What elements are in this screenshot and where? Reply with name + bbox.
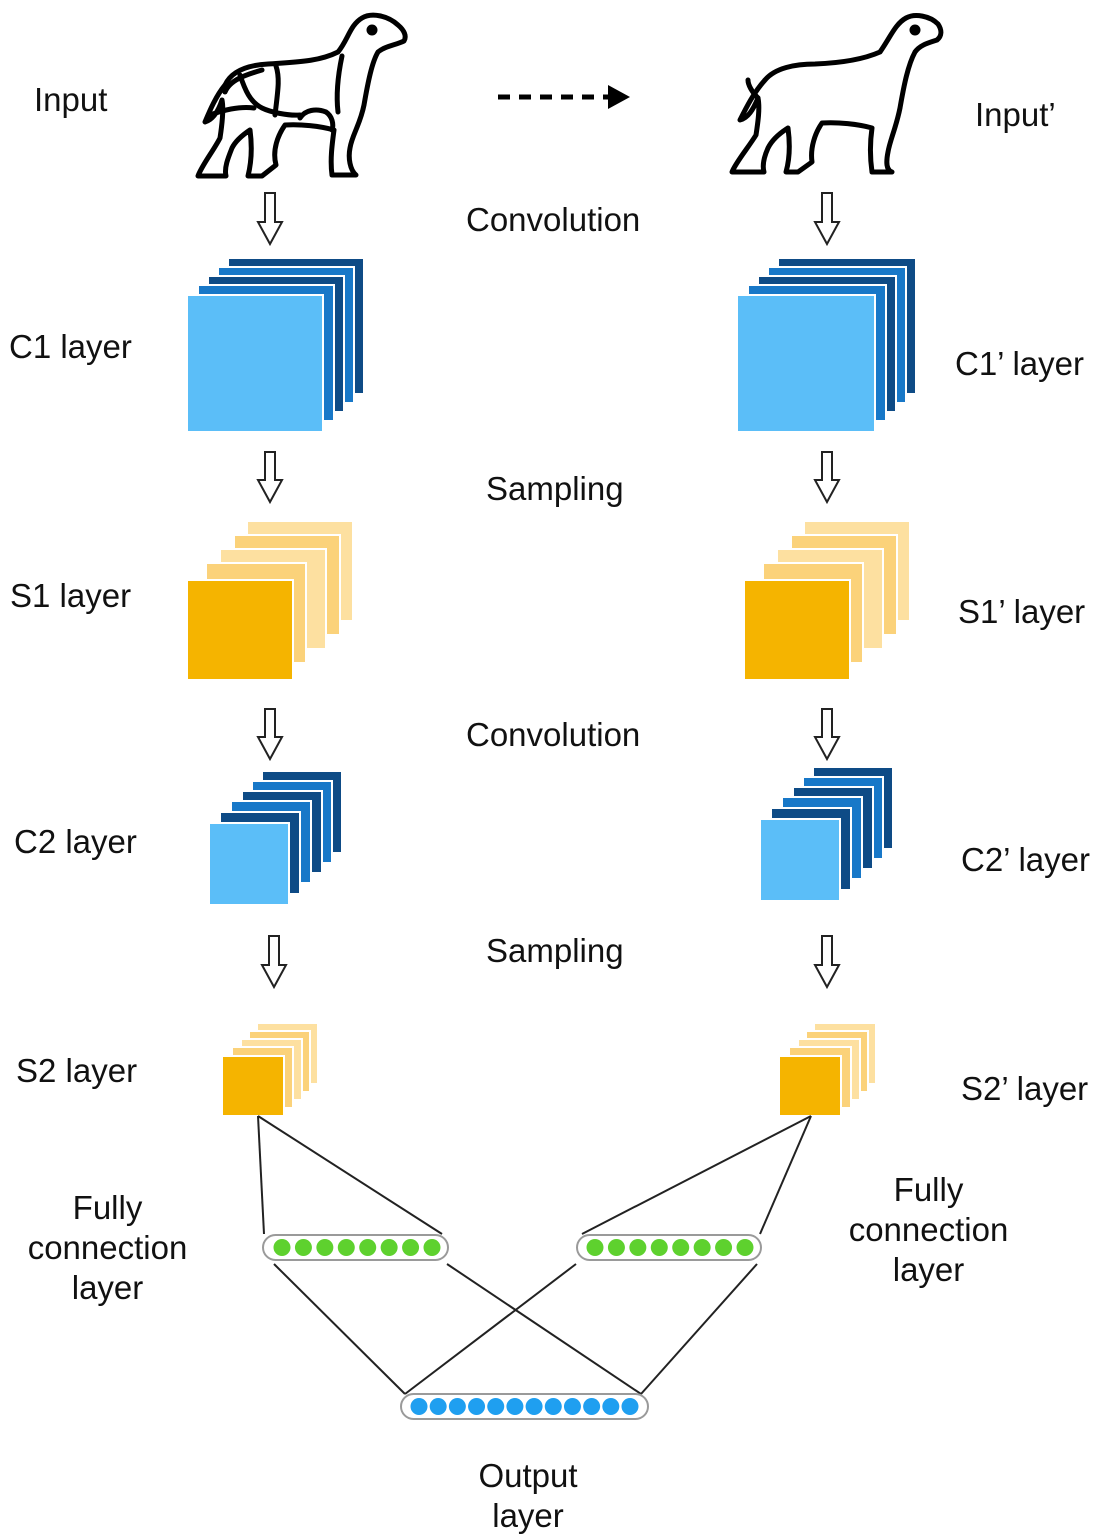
fc-right-label-line: Fully	[893, 1171, 964, 1208]
output-node	[506, 1398, 524, 1415]
dog-sketch-input-prime	[729, 13, 944, 175]
fc-node	[586, 1239, 604, 1256]
down-arrow-icon	[813, 708, 841, 762]
output-node	[525, 1398, 543, 1415]
convolution-label-2: Convolution	[466, 716, 641, 753]
transform-arrow	[498, 85, 630, 109]
s1-feature-maps	[186, 520, 354, 681]
output-node	[602, 1398, 620, 1415]
input-label: Input	[34, 81, 108, 118]
output-label-line: Output	[478, 1457, 578, 1494]
dog-sketch-input	[195, 12, 408, 179]
s1-prime-feature-maps	[743, 520, 911, 681]
fc-layer-left-capsule	[262, 1234, 449, 1261]
fc-node	[693, 1239, 711, 1256]
fc-right-label-line: connection	[848, 1211, 1009, 1248]
sampling-label-2: Sampling	[486, 932, 624, 969]
input-prime-label: Input’	[975, 96, 1056, 133]
fc-node	[736, 1239, 754, 1256]
output-node	[563, 1398, 581, 1415]
fc-node	[316, 1239, 334, 1256]
output-node	[583, 1398, 601, 1415]
down-arrow-icon	[260, 935, 288, 990]
down-arrow-icon	[256, 192, 284, 247]
fc-node	[607, 1239, 625, 1256]
fc-node	[380, 1239, 398, 1256]
output-layer-label: Output layer	[428, 1456, 628, 1536]
fc-layer-right-nodes	[586, 1239, 754, 1256]
s2-layer-label: S2 layer	[16, 1052, 138, 1089]
fc-node	[337, 1239, 355, 1256]
output-node	[429, 1398, 447, 1415]
s2-prime-layer-label: S2’ layer	[961, 1070, 1089, 1107]
fc-node	[294, 1239, 312, 1256]
output-node	[448, 1398, 466, 1415]
s2-feature-maps	[221, 1022, 319, 1117]
c1-feature-maps	[186, 257, 365, 433]
c2-layer-label: C2 layer	[14, 823, 137, 860]
s1-layer-label: S1 layer	[10, 577, 132, 614]
down-arrow-icon	[256, 708, 284, 762]
output-node	[468, 1398, 486, 1415]
output-layer-nodes	[410, 1398, 639, 1415]
down-arrow-icon	[256, 451, 284, 505]
fc-node	[359, 1239, 377, 1256]
fc-node	[672, 1239, 690, 1256]
fc-left-label-line: Fully	[72, 1189, 143, 1226]
fc-node	[273, 1239, 291, 1256]
fc-node	[423, 1239, 441, 1256]
fc-node	[650, 1239, 668, 1256]
fc-node	[715, 1239, 733, 1256]
output-node	[487, 1398, 505, 1415]
flow-arrows	[256, 192, 841, 990]
sampling-label-1: Sampling	[486, 470, 624, 507]
c2-feature-maps	[208, 770, 343, 906]
down-arrow-icon	[813, 192, 841, 247]
c2-prime-layer-label: C2’ layer	[961, 841, 1090, 878]
down-arrow-icon	[813, 451, 841, 505]
fc-layer-right-capsule	[576, 1234, 762, 1261]
output-node	[621, 1398, 639, 1415]
s2-prime-feature-maps	[778, 1022, 877, 1117]
c1-prime-layer-label: C1’ layer	[955, 345, 1084, 382]
fc-node	[629, 1239, 647, 1256]
fc-layer-left-nodes	[273, 1239, 441, 1256]
output-node	[410, 1398, 428, 1415]
c1-layer-label: C1 layer	[9, 328, 132, 365]
s1-prime-layer-label: S1’ layer	[958, 593, 1086, 630]
fc-left-label: Fully connection layer	[5, 1188, 210, 1308]
c2-prime-feature-maps	[759, 766, 894, 902]
fc-right-label: Fully connection layer	[826, 1170, 1031, 1290]
connection-lines	[257, 1115, 812, 1395]
fc-left-label-line: connection	[27, 1229, 188, 1266]
fc-right-label-line: layer	[892, 1251, 965, 1288]
convolution-label-1: Convolution	[466, 201, 641, 238]
down-arrow-icon	[813, 935, 841, 990]
output-label-line: layer	[492, 1497, 564, 1534]
output-node	[544, 1398, 562, 1415]
fc-left-label-line: layer	[71, 1269, 144, 1306]
fc-node	[402, 1239, 420, 1256]
c1-prime-feature-maps	[736, 257, 917, 433]
